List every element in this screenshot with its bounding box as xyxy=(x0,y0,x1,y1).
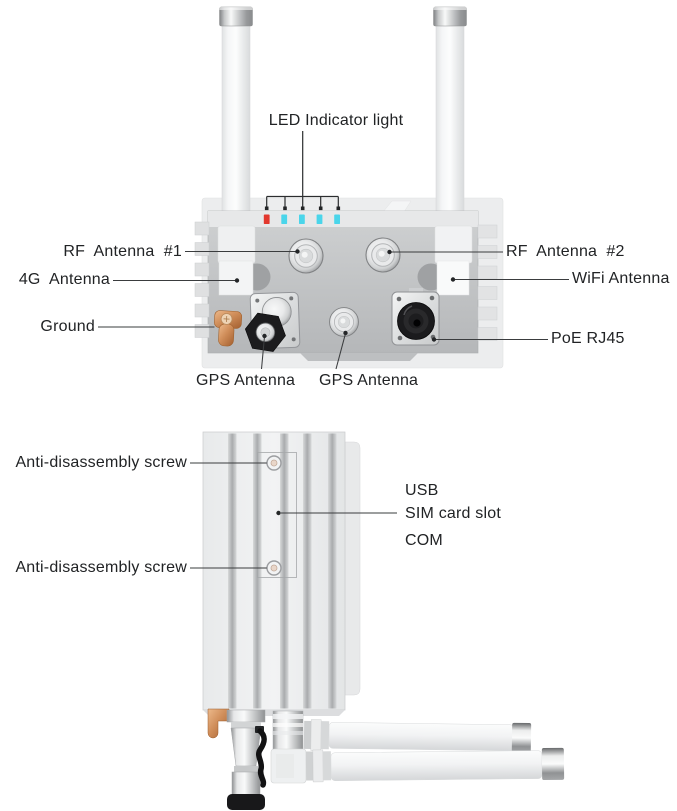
led-power xyxy=(263,214,270,224)
side-view-leader-lines xyxy=(190,462,397,569)
led-status-1 xyxy=(281,214,288,224)
port-area-marker xyxy=(276,510,281,516)
device-top-view xyxy=(98,6,569,370)
antenna-cap xyxy=(511,722,532,754)
4g-antenna-port xyxy=(218,260,254,296)
left-heatsink-fins xyxy=(194,221,210,338)
callout-gps-antenna-left: GPS Antenna xyxy=(196,372,296,389)
folded-antenna-lower xyxy=(305,747,565,783)
right-heatsink-fins xyxy=(477,224,498,341)
callout-led-indicator: LED Indicator light xyxy=(268,112,404,129)
back-plate-side xyxy=(344,441,361,696)
device-side-view xyxy=(190,431,565,810)
antenna-elbow-connector xyxy=(270,710,307,784)
anti-disassembly-screw-bottom xyxy=(266,560,282,576)
gps-left-connector xyxy=(244,291,301,354)
ground-lug-side xyxy=(207,708,230,739)
callout-wifi-antenna: WiFi Antenna xyxy=(572,270,670,287)
screw-recess xyxy=(257,452,297,578)
gps-cable-connector xyxy=(226,709,266,810)
rf-antenna-2-connector xyxy=(365,237,401,273)
anti-disassembly-screw-top xyxy=(266,455,282,471)
callout-poe-rj45: PoE RJ45 xyxy=(551,330,625,347)
antenna-cap xyxy=(541,747,565,781)
ground-lug xyxy=(214,310,243,347)
callout-rf-antenna-1: RF Antenna #1 xyxy=(63,243,182,260)
folded-antenna-upper xyxy=(303,719,532,754)
rf-antenna-1-connector xyxy=(288,238,324,274)
callout-ground: Ground xyxy=(40,318,95,335)
callout-4g-antenna: 4G Antenna xyxy=(18,271,110,288)
led-status-3 xyxy=(316,214,323,224)
led-callout-bracket xyxy=(266,131,339,207)
callout-anti-screw-top: Anti-disassembly screw xyxy=(15,454,187,471)
callout-anti-screw-bottom: Anti-disassembly screw xyxy=(15,559,187,576)
left-antenna xyxy=(219,6,253,225)
led-status-2 xyxy=(299,214,305,224)
poe-rj45-connector xyxy=(391,288,440,346)
led-status-4 xyxy=(334,214,340,224)
right-antenna xyxy=(433,6,467,225)
top-view-leader-lines xyxy=(98,250,569,370)
black-cable xyxy=(255,726,267,788)
led-strip xyxy=(263,214,340,224)
callout-sim-card-slot: SIM card slot xyxy=(405,505,501,522)
callout-rf-antenna-2: RF Antenna #2 xyxy=(506,243,625,260)
callout-gps-antenna-center: GPS Antenna xyxy=(319,372,419,389)
callout-com: COM xyxy=(405,532,443,549)
callout-usb: USB xyxy=(405,482,439,499)
